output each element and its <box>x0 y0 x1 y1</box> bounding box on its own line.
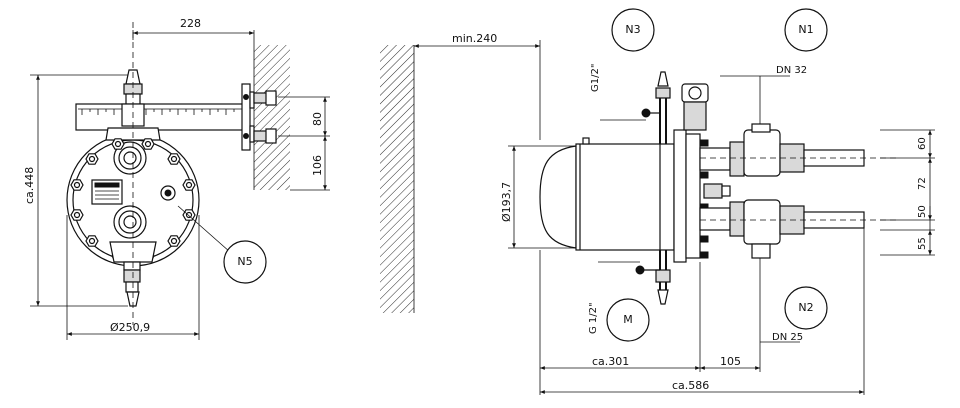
fitting-m <box>635 250 671 305</box>
pipe-n1 <box>699 123 900 177</box>
dim-ca448: ca.448 <box>23 167 36 204</box>
dim-ca301: ca.301 <box>592 355 629 368</box>
flange-nut <box>699 251 709 259</box>
bubble-n2-label: N2 <box>798 301 813 314</box>
bolt-center <box>185 181 193 189</box>
bolt-center <box>73 181 81 189</box>
bolt-hex <box>70 179 84 191</box>
dim-50: 50 <box>917 205 928 218</box>
flange-nut <box>699 171 709 179</box>
dim-g12-top: G1/2" <box>590 64 601 92</box>
top-fitting <box>121 69 145 127</box>
dim-g12-bot: G 1/2" <box>588 302 599 334</box>
wall-left <box>254 45 290 190</box>
top-valve <box>681 83 709 131</box>
bolt-hex <box>182 209 196 221</box>
bubble-n3 <box>611 8 655 52</box>
bolt-hex <box>182 179 196 191</box>
bolt-center <box>88 155 96 163</box>
front-view: 228 ca.448 80 106 Ø250,9 N5 <box>23 17 330 340</box>
bubble-n1 <box>784 8 828 52</box>
bar-ticks <box>81 109 235 115</box>
bolt-center <box>88 237 96 245</box>
bolt-center <box>114 140 122 148</box>
dim-dn25: DN 25 <box>772 332 803 343</box>
wall-right <box>380 45 414 313</box>
bubble-n1-label: N1 <box>798 23 813 36</box>
vessel-body <box>575 143 675 251</box>
dim-ca586: ca.586 <box>672 379 709 392</box>
dim-dn32: DN 32 <box>776 65 807 76</box>
dim-60: 60 <box>917 137 928 150</box>
bolt-center <box>185 211 193 219</box>
bubble-n2 <box>784 286 828 330</box>
dim-min240: min.240 <box>452 32 497 45</box>
bolt-hex <box>167 235 181 247</box>
main-flange <box>673 129 687 263</box>
bolt-hex <box>141 138 155 150</box>
bolt-hex <box>167 153 181 165</box>
bottom-fitting <box>123 261 141 307</box>
bolt-center <box>170 155 178 163</box>
fitting-n3 <box>641 71 671 144</box>
bubble-n5-label: N5 <box>237 255 252 268</box>
flange-nut <box>699 139 709 147</box>
dim-105: 105 <box>720 355 741 368</box>
bubble-n3-label: N3 <box>625 23 640 36</box>
bolt-hex <box>85 235 99 247</box>
mounting-bar <box>75 103 247 131</box>
dim-1937: Ø193,7 <box>500 182 513 222</box>
bolt-center <box>73 211 81 219</box>
bubble-m <box>606 298 650 342</box>
dim-228: 228 <box>180 17 201 30</box>
bolt-center <box>170 237 178 245</box>
pipe-n2 <box>699 199 900 259</box>
dished-end <box>539 145 577 249</box>
bubble-n5 <box>223 240 267 284</box>
dim-106: 106 <box>311 155 324 176</box>
side-view: min.240 Ø193,7 G1/2" <box>380 8 935 395</box>
bolt-center <box>144 140 152 148</box>
bolt-hex <box>85 153 99 165</box>
flange-right-bolts <box>699 139 709 259</box>
bolt-hex <box>111 138 125 150</box>
bubble-m-label: M <box>623 313 633 326</box>
dim-55: 55 <box>917 237 928 250</box>
wall-bracket <box>241 83 251 151</box>
flange-nut <box>699 235 709 243</box>
bolt-hex <box>70 209 84 221</box>
dim-80: 80 <box>311 112 324 126</box>
dim-72: 72 <box>917 177 928 190</box>
dim-2509: Ø250,9 <box>110 321 150 334</box>
